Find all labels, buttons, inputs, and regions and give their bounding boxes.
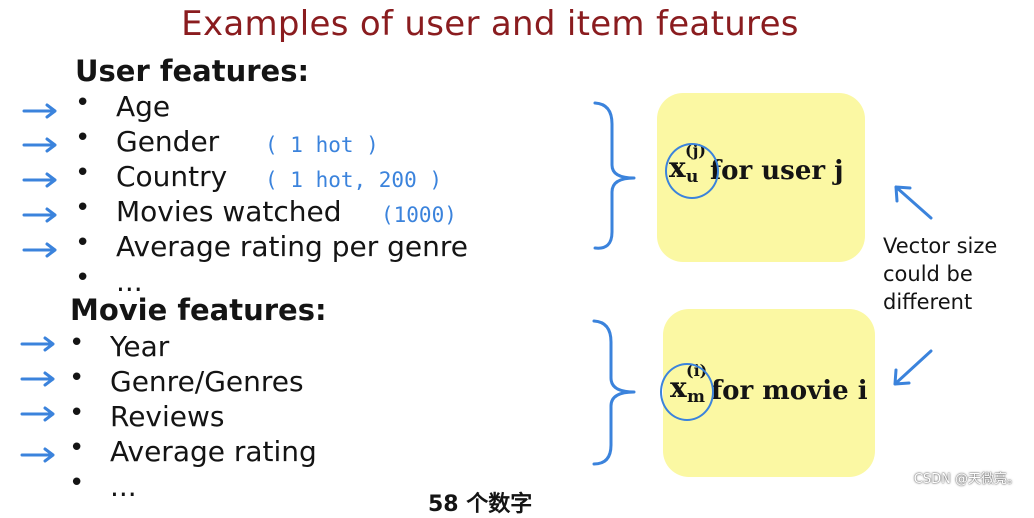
arrow-right-icon xyxy=(22,172,57,188)
bullet-point: • xyxy=(69,468,85,498)
movie-feature-average-rating: Average rating xyxy=(110,435,317,468)
handwritten-note-movies-watched: (1000) xyxy=(381,203,457,227)
arrow-up-left-icon xyxy=(894,185,933,220)
user-vector-box: x (j) u for user j xyxy=(657,93,865,262)
arrow-right-icon xyxy=(20,371,55,387)
vector-note-line: could be xyxy=(883,262,973,286)
user-feature-average-rating-per-genre: Average rating per genre xyxy=(116,230,469,263)
arrow-right-icon xyxy=(22,103,57,119)
handwritten-note-country: ( 1 hot, 200 ) xyxy=(265,168,443,192)
bullet-point: • xyxy=(75,158,91,188)
subtitle-caption-fragment: 58 个数字 xyxy=(428,492,533,517)
bullet-point: • xyxy=(75,263,91,293)
user-feature-age: Age xyxy=(116,90,171,123)
user-vector-label: for user j xyxy=(710,156,844,186)
movie-feature-item: • Genre/Genres xyxy=(69,363,629,399)
bullet-point: • xyxy=(75,193,91,223)
arrow-right-icon xyxy=(22,137,57,153)
movie-vector-box: x (i) m for movie i xyxy=(660,309,875,477)
user-features-heading: User features: xyxy=(75,54,310,88)
movie-feature-item: • Reviews xyxy=(69,398,629,434)
lecture-slide: Examples of user and item features User … xyxy=(20,4,1020,517)
bullet-point: • xyxy=(69,398,85,428)
csdn-watermark: CSDN @天微亮。 xyxy=(913,472,1020,487)
movie-feature-item: • Average rating xyxy=(69,433,629,469)
bullet-point: • xyxy=(69,363,85,393)
user-feature-ellipsis: ... xyxy=(116,265,143,298)
bullet-point: • xyxy=(69,433,85,463)
user-feature-item: • Average rating per genre xyxy=(75,228,635,264)
arrow-right-icon xyxy=(20,447,55,463)
user-feature-movies-watched: Movies watched xyxy=(116,195,342,228)
handwritten-circle-mark xyxy=(660,363,714,421)
handwritten-note-gender: ( 1 hot ) xyxy=(265,133,379,157)
user-feature-gender: Gender xyxy=(116,125,220,158)
vector-note-line: different xyxy=(883,290,973,314)
arrow-right-icon xyxy=(22,207,57,223)
bullet-point: • xyxy=(75,88,91,118)
bullet-point: • xyxy=(75,228,91,258)
movie-feature-ellipsis: ... xyxy=(110,470,137,503)
user-feature-item: • Country ( 1 hot, 200 ) xyxy=(75,158,635,194)
bullet-point: • xyxy=(69,328,85,358)
movie-feature-item: • Year xyxy=(69,328,629,364)
movie-feature-reviews: Reviews xyxy=(110,400,225,433)
user-feature-item: • ... xyxy=(75,263,635,299)
arrow-right-icon xyxy=(22,242,57,258)
vector-note-line: Vector size xyxy=(883,234,998,258)
user-feature-country: Country xyxy=(116,160,228,193)
user-feature-item: • Gender ( 1 hot ) xyxy=(75,123,635,159)
movie-feature-genre: Genre/Genres xyxy=(110,365,304,398)
user-feature-item: • Age xyxy=(75,88,635,124)
arrow-down-left-icon xyxy=(893,349,933,386)
movie-feature-year: Year xyxy=(110,330,170,363)
bullet-point: • xyxy=(75,123,91,153)
arrow-right-icon xyxy=(20,336,55,352)
vector-size-note: Vector size could be different xyxy=(883,232,997,316)
movie-features-heading: Movie features: xyxy=(70,293,327,327)
slide-title: Examples of user and item features xyxy=(181,4,799,44)
user-feature-item: • Movies watched (1000) xyxy=(75,193,635,229)
handwritten-circle-mark xyxy=(665,143,719,199)
movie-vector-label: for movie i xyxy=(711,376,868,406)
arrow-right-icon xyxy=(20,406,55,422)
movie-feature-item: • ... xyxy=(69,468,629,504)
